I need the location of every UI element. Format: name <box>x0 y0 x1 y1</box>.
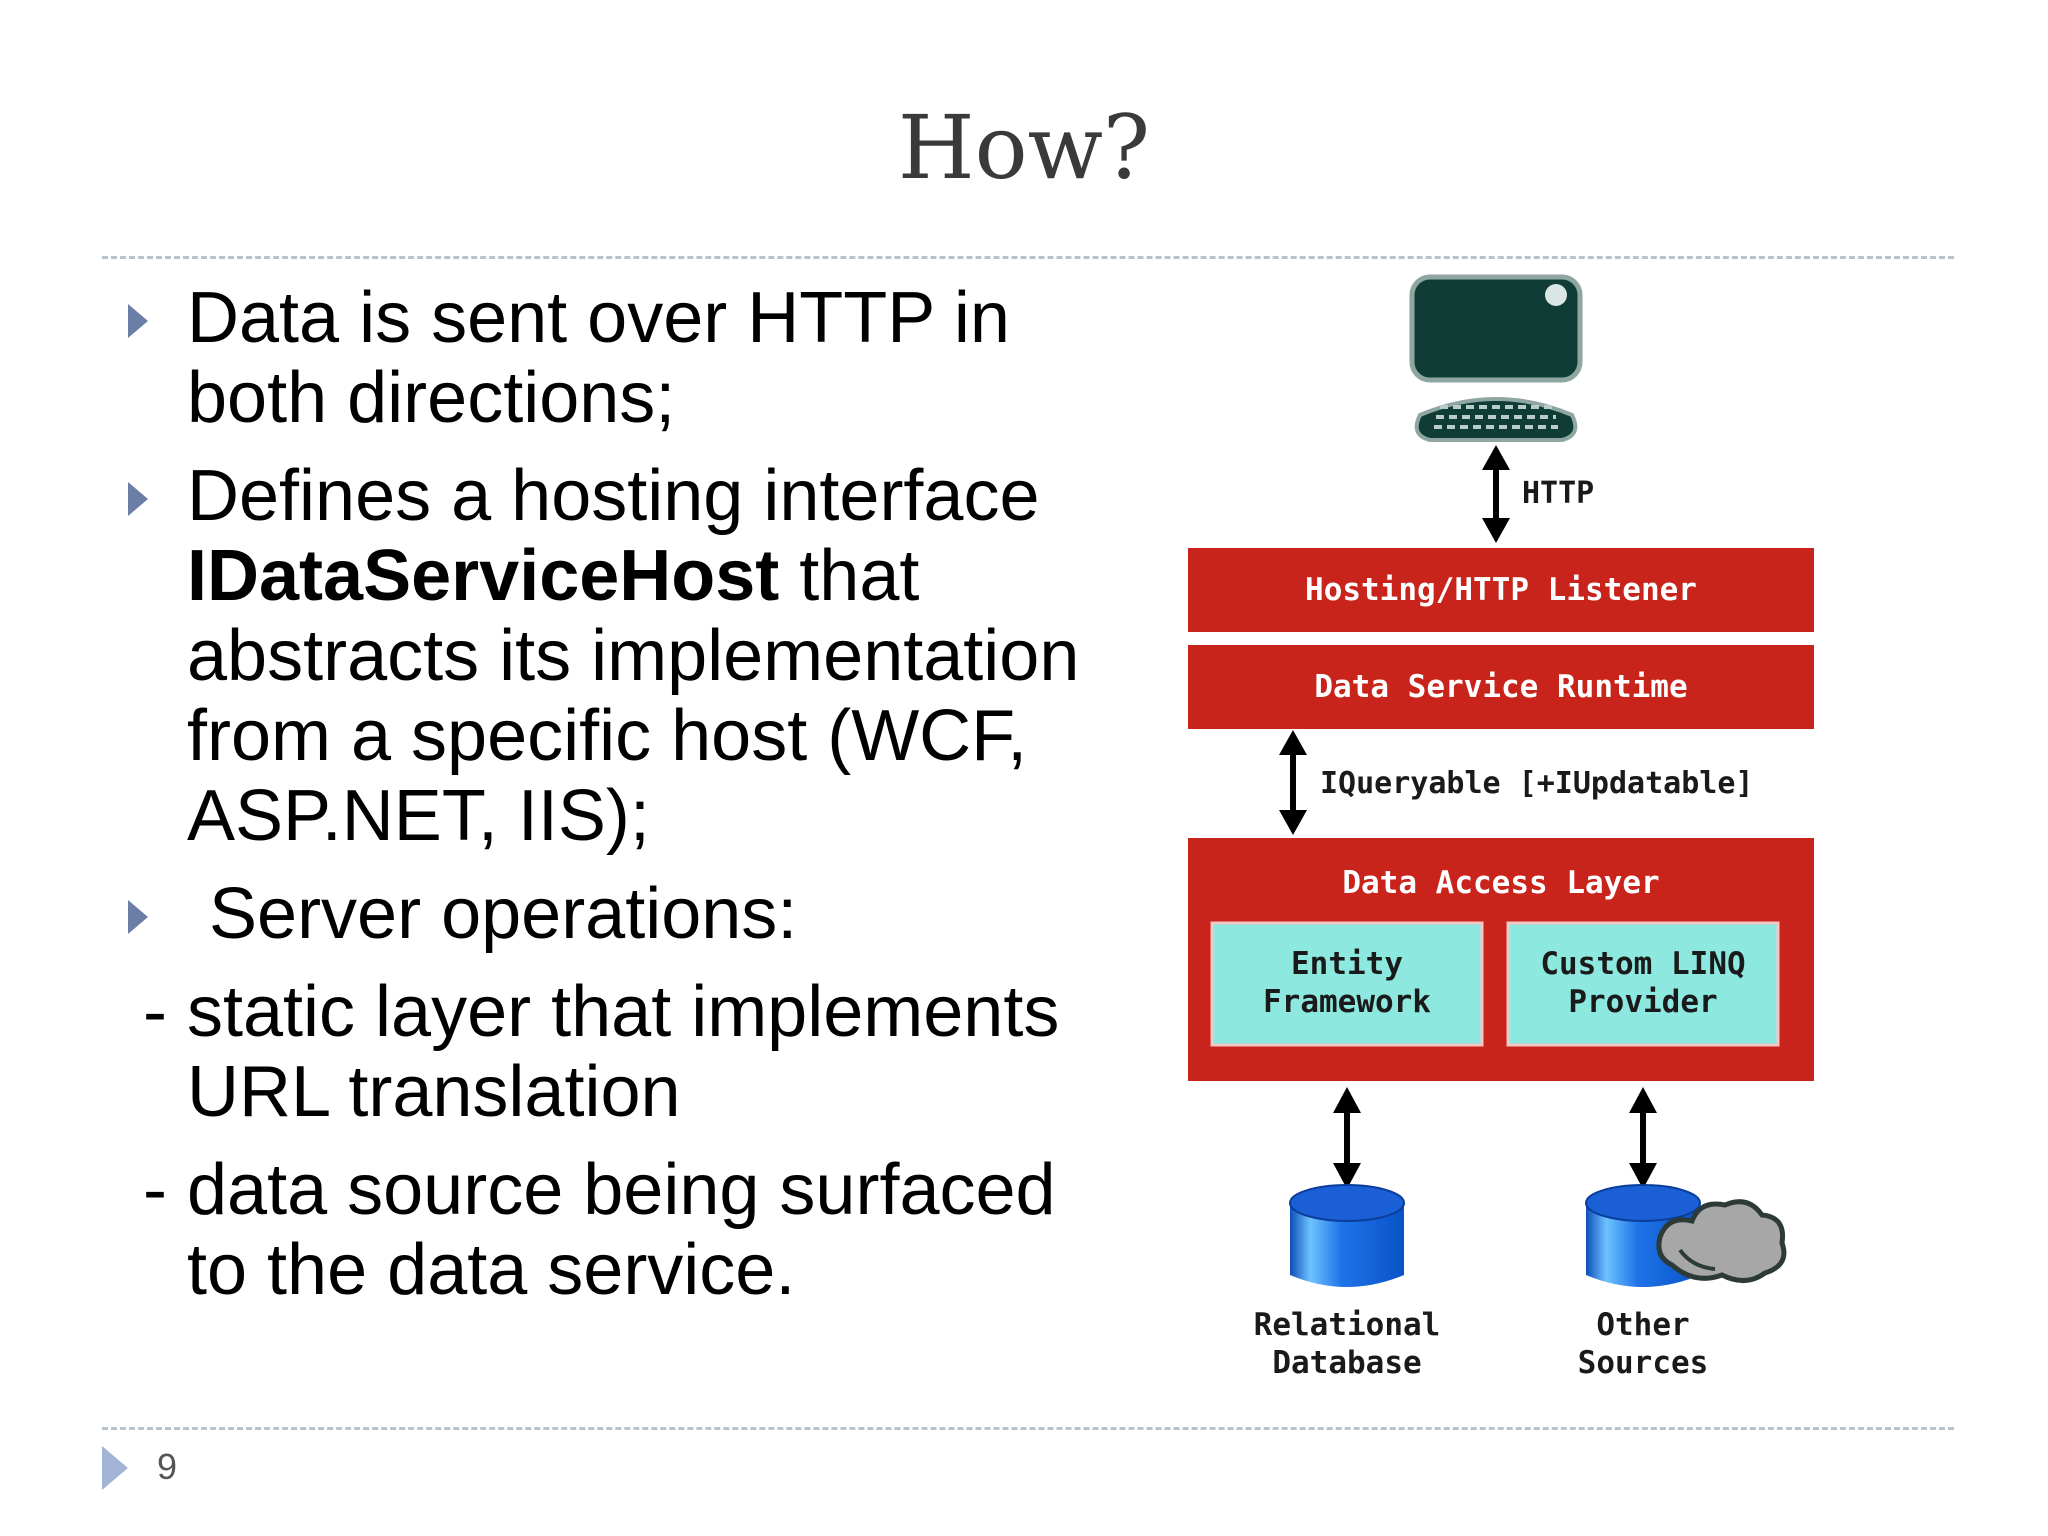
sub-item-text: data source being surfaced to the data s… <box>187 1150 1056 1310</box>
bullet-item: Data is sent over HTTP in both direction… <box>110 278 1110 438</box>
database-arrow-icon <box>1333 1087 1361 1189</box>
other-label-line2: Sources <box>1578 1345 1709 1381</box>
relational-label-line1: Relational <box>1254 1307 1441 1343</box>
iqueryable-label: IQueryable [+IUpdatable] <box>1320 766 1753 801</box>
iqueryable-arrow-icon <box>1279 730 1307 835</box>
page-number: 9 <box>157 1446 178 1487</box>
entity-label-line1: Entity <box>1291 946 1403 982</box>
entity-label-line2: Framework <box>1263 984 1431 1020</box>
sub-item: - static layer that implements URL trans… <box>110 972 1110 1132</box>
bullet-text: that abstracts its implementation from a… <box>187 536 1080 856</box>
runtime-layer <box>1188 645 1814 729</box>
http-arrow-icon <box>1482 445 1510 543</box>
bottom-divider <box>102 1427 1954 1430</box>
other-sources-arrow-icon <box>1629 1087 1657 1189</box>
bullet-text: Data is sent over HTTP in both direction… <box>187 278 1010 438</box>
other-label-line1: Other <box>1596 1307 1689 1343</box>
slide-title: How? <box>897 96 1151 199</box>
bullet-bold-text: IDataServiceHost <box>187 536 780 616</box>
footer-arrow-icon <box>102 1446 128 1490</box>
hosting-layer <box>1188 548 1814 632</box>
bullet-arrow-icon <box>128 304 148 338</box>
sub-item-text: static layer that implements URL transla… <box>187 972 1060 1132</box>
runtime-label: Data Service Runtime <box>1314 669 1687 705</box>
entity-framework-box <box>1210 921 1484 1047</box>
sub-item-dash: - <box>143 972 167 1052</box>
bullet-text: Defines a hosting interface <box>187 456 1040 536</box>
bullet-arrow-icon <box>128 900 148 934</box>
database-icon <box>1289 1184 1405 1287</box>
hosting-label: Hosting/HTTP Listener <box>1305 572 1697 608</box>
sub-item: - data source being surfaced to the data… <box>110 1150 1110 1310</box>
linq-label-line1: Custom LINQ <box>1540 946 1745 982</box>
data-access-label: Data Access Layer <box>1342 865 1659 901</box>
http-label: HTTP <box>1522 476 1594 511</box>
sub-item-dash: - <box>143 1150 167 1230</box>
bullet-item: Defines a hosting interface IDataService… <box>110 456 1110 856</box>
relational-label-line2: Database <box>1272 1345 1421 1381</box>
custom-linq-box <box>1506 921 1780 1047</box>
computer-icon <box>1409 274 1583 442</box>
linq-label-line2: Provider <box>1568 984 1717 1020</box>
bullet-arrow-icon <box>128 482 148 516</box>
top-divider <box>102 256 1954 259</box>
architecture-diagram: HTTP Hosting/HTTP Listener Data Service … <box>1150 265 1850 1410</box>
slide-body: Data is sent over HTTP in both direction… <box>110 278 1110 1328</box>
cloud-icon <box>1656 1199 1787 1283</box>
bullet-item: Server operations: <box>110 874 1110 954</box>
bullet-text: Server operations: <box>209 874 798 954</box>
